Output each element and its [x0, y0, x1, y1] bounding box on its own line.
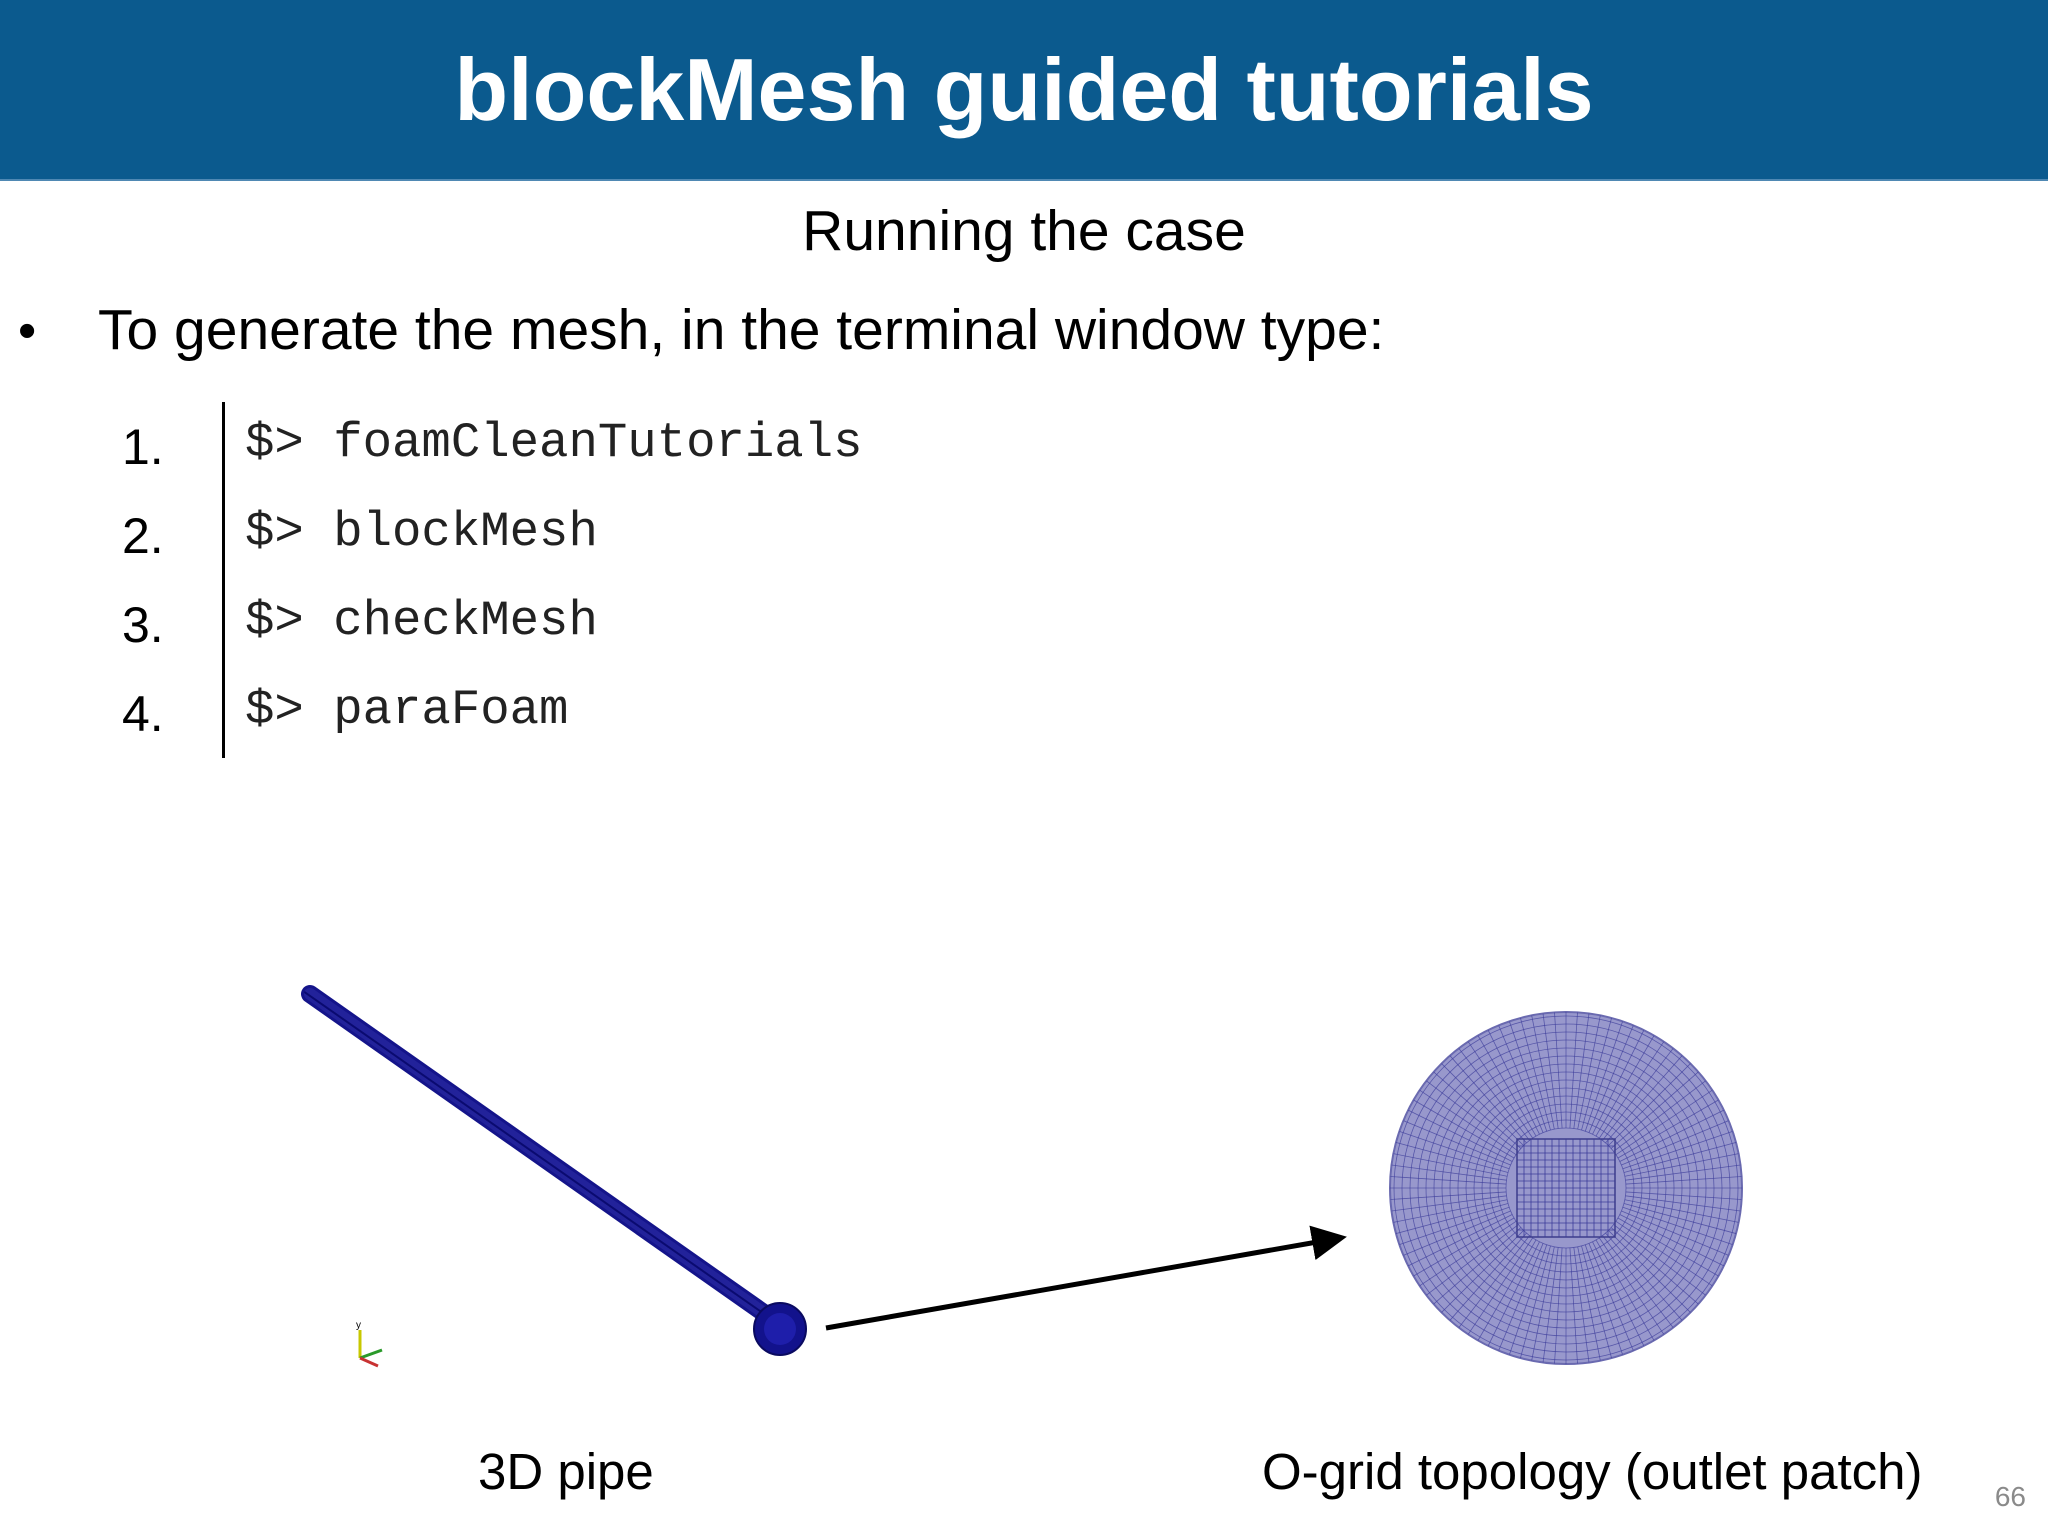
step-command: $> foamCleanTutorials	[245, 415, 863, 471]
step-item: 2. $> blockMesh	[0, 501, 1200, 571]
bullet-icon: •	[18, 302, 37, 360]
step-number: 2.	[122, 508, 164, 564]
step-item: 3. $> checkMesh	[0, 590, 1200, 660]
step-item: 1. $> foamCleanTutorials	[0, 412, 1200, 482]
step-command: $> paraFoam	[245, 682, 569, 738]
step-number: 4.	[122, 686, 164, 742]
step-command: $> checkMesh	[245, 593, 598, 649]
step-number: 1.	[122, 419, 164, 475]
pipe-caption: 3D pipe	[478, 1443, 654, 1500]
arrow-right-icon	[825, 1225, 1347, 1331]
step-number: 3.	[122, 597, 164, 653]
ogrid-outlet-patch-image	[1389, 1011, 1743, 1365]
step-command: $> blockMesh	[245, 504, 598, 560]
steps-divider	[222, 402, 225, 758]
step-item: 4. $> paraFoam	[0, 679, 1200, 749]
xyz-axes-icon: y	[356, 1320, 383, 1368]
slide-title: blockMesh guided tutorials	[454, 40, 1594, 139]
3d-pipe-mesh-image	[301, 985, 807, 1356]
bullet-text: To generate the mesh, in the terminal wi…	[98, 298, 1385, 362]
ogrid-caption: O-grid topology (outlet patch)	[1262, 1443, 1923, 1500]
svg-text:y: y	[356, 1320, 361, 1331]
title-bar: blockMesh guided tutorials	[0, 0, 2048, 181]
slide-subtitle: Running the case	[802, 199, 1246, 263]
page-number: 66	[1994, 1481, 2026, 1512]
